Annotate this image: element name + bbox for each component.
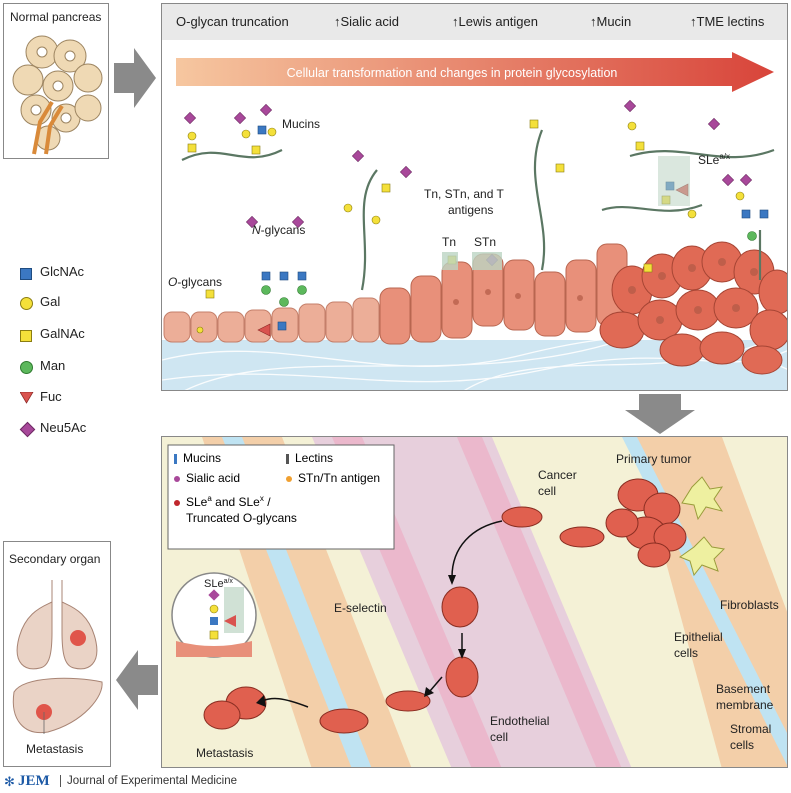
stn-dot-icon — [286, 475, 292, 482]
stn-label: STn — [474, 235, 496, 249]
transformation-arrow-label: Cellular transformation and changes in p… — [287, 66, 618, 80]
primary-tumor-label: Primary tumor — [616, 452, 691, 466]
primary-tumor-cluster — [605, 478, 687, 568]
o-glycans-label: O-glycans — [168, 275, 222, 289]
cancer-cell-label-2: cell — [538, 484, 556, 498]
zoom-sle-label: SLea/x — [204, 578, 233, 590]
stromal-label-1: Stromal — [730, 722, 771, 736]
yellow-square-icon — [20, 330, 32, 342]
jem-logo: JEM — [18, 773, 50, 789]
blue-square-icon — [20, 268, 32, 280]
metastasis-illustration: Primary tumor Cancer cell Fibroblasts Ep… — [162, 437, 787, 767]
bottom-legend-box — [167, 444, 395, 550]
lungs-icon — [16, 580, 98, 670]
fibroblasts-label: Fibroblasts — [720, 598, 779, 612]
tumor-mass — [599, 241, 787, 375]
normal-epithelium — [163, 297, 380, 343]
jem-logo-icon: ✻ — [4, 774, 15, 789]
red-triangle-icon — [20, 392, 34, 404]
banner-item-o-glycan: O-glycan truncation — [176, 14, 289, 29]
epithelial-label-2: cells — [674, 646, 698, 660]
migrating-cancer-cells — [203, 506, 605, 734]
secondary-organ-label: Secondary organ — [9, 552, 101, 566]
normal-pancreas-label: Normal pancreas — [10, 10, 102, 24]
up-arrow-icon: ↑ — [690, 14, 697, 29]
progression-arrow-down — [625, 394, 695, 434]
up-arrow-icon: ↑ — [590, 14, 597, 29]
e-selectin-label: E-selectin — [334, 601, 387, 615]
mucin-icon — [174, 453, 177, 464]
tn-stn-t-label-line1: Tn, STn, and T — [424, 187, 504, 201]
legend-sle: SLea and SLex / Truncated O-glycans — [174, 491, 297, 526]
epithelial-label-1: Epithelial — [674, 630, 723, 644]
organs-illustration — [12, 580, 103, 734]
bottom-legend: Mucins Lectins Sialic acid STn/Tn antige… — [174, 451, 390, 547]
up-arrow-icon: ↑ — [452, 14, 459, 29]
tn-label: Tn — [442, 235, 456, 249]
endothelial-label-1: Endothelial — [490, 714, 549, 728]
sle-label: SLea/x — [698, 152, 730, 167]
basement-label-1: Basement — [716, 682, 771, 696]
progression-arrow-right — [114, 48, 156, 108]
legend-lectins: Lectins — [286, 451, 333, 465]
pancreas-acini-illustration — [12, 35, 103, 155]
metastasis-organ-label: Metastasis — [26, 742, 84, 756]
top-banner: O-glycan truncation ↑Sialic acid ↑Lewis … — [162, 4, 787, 40]
green-circle-icon — [20, 361, 33, 374]
purple-diamond-icon — [19, 421, 36, 438]
legend-stn-tn: STn/Tn antigen — [286, 471, 380, 485]
yellow-circle-icon — [20, 297, 33, 310]
stromal-label-2: cells — [730, 738, 754, 752]
legend-mucins: Mucins — [174, 451, 221, 465]
transformation-illustration: Cellular transformation and changes in p… — [162, 52, 787, 390]
banner-item-tme-lectins: ↑TME lectins — [690, 14, 765, 29]
transformation-panel: O-glycan truncation ↑Sialic acid ↑Lewis … — [161, 3, 788, 391]
cancer-cell-label-1: Cancer — [538, 468, 577, 482]
legend-sialic: Sialic acid — [174, 471, 240, 485]
progression-arrow-left — [116, 650, 158, 710]
glycan-legend: GlcNAc Gal GalNAc Man Fuc Neu5Ac — [19, 264, 140, 444]
mucins-label: Mucins — [282, 117, 320, 131]
metastasis-label: Metastasis — [196, 746, 253, 760]
normal-pancreas-panel: Normal pancreas — [3, 3, 109, 159]
banner-item-sialic: ↑Sialic acid — [334, 14, 400, 29]
basement-label-2: membrane — [716, 698, 774, 712]
up-arrow-icon: ↑ — [334, 14, 341, 29]
banner-item-mucin: ↑Mucin — [590, 14, 632, 29]
metastasis-panel: Primary tumor Cancer cell Fibroblasts Ep… — [161, 436, 788, 768]
transforming-epithelium — [379, 243, 628, 345]
footer: ✻ JEM Journal of Experimental Medicine — [4, 772, 404, 792]
journal-name: Journal of Experimental Medicine — [60, 775, 237, 787]
endothelial-label-2: cell — [490, 730, 508, 744]
sle-dot-icon — [174, 499, 180, 506]
secondary-organ-panel: Secondary organ Metastasis — [3, 541, 111, 767]
lung-metastasis — [70, 630, 86, 646]
tn-stn-t-label-line2: antigens — [448, 203, 493, 217]
sialic-dot-icon — [174, 475, 180, 482]
fibroblasts — [678, 476, 726, 577]
transformation-gradient-arrow — [176, 52, 774, 92]
banner-item-lewis: ↑Lewis antigen — [452, 14, 538, 29]
liver-icon — [12, 677, 103, 734]
n-glycans-label: N-glycans — [252, 223, 305, 237]
lectin-icon — [286, 453, 289, 464]
